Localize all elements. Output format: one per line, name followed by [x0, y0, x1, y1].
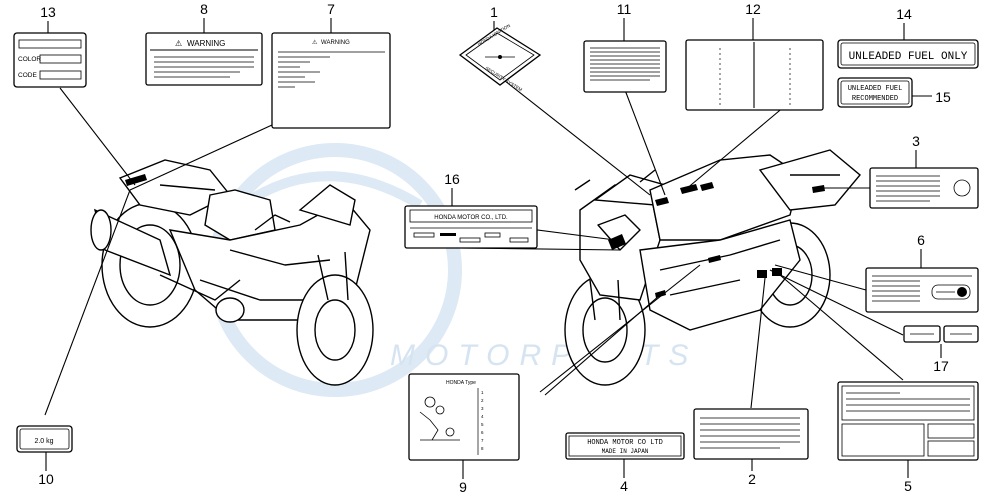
- label-8-warning: ⚠ WARNING: [145, 32, 263, 86]
- motorcycle-left: [90, 159, 374, 386]
- callout-10: 10: [38, 471, 54, 487]
- callout-12: 12: [745, 1, 761, 17]
- callout-5: 5: [904, 478, 912, 494]
- warning-7-text: WARNING: [321, 40, 350, 46]
- warning-8-text: WARNING: [187, 39, 225, 48]
- callout-3: 3: [912, 133, 920, 149]
- code-text: CODE: [18, 72, 37, 79]
- callout-6: 6: [917, 232, 925, 248]
- type-row-6: 6: [481, 430, 484, 435]
- callout-1: 1: [490, 4, 498, 20]
- type-row-3: 3: [481, 406, 484, 411]
- callout-11: 11: [617, 1, 632, 17]
- type-row-2: 2: [481, 398, 484, 403]
- label-7-warning: ⚠ WARNING: [271, 32, 391, 129]
- label-2: [693, 408, 809, 460]
- honda-motor-16-text: HONDA MOTOR CO., LTD.: [434, 215, 508, 221]
- label-9-type-chart: HONDA Type 1 2 3 4 5 6 7 8: [408, 373, 520, 461]
- unleaded-only-text: UNLEADED FUEL ONLY: [849, 51, 968, 63]
- label-15-unleaded-recommended: UNLEADED FUEL RECOMMENDED: [837, 77, 913, 108]
- callout-16: 16: [444, 171, 460, 187]
- label-14-unleaded-fuel-only: UNLEADED FUEL ONLY: [837, 39, 979, 69]
- honda-motor-4-text: HONDA MOTOR CO LTD: [587, 439, 663, 447]
- label-13-color-code: COLOR CODE: [13, 32, 87, 88]
- callout-8: 8: [200, 1, 208, 17]
- callout-9: 9: [459, 479, 467, 495]
- warning-7-symbol: ⚠: [312, 39, 318, 46]
- type-row-5: 5: [481, 422, 484, 427]
- unleaded-rec-line2: RECOMMENDED: [852, 95, 898, 103]
- color-text: COLOR: [18, 56, 41, 63]
- unleaded-rec-line1: UNLEADED FUEL: [848, 85, 903, 93]
- callout-17: 17: [933, 358, 949, 374]
- callout-14: 14: [896, 6, 912, 22]
- made-in-japan-text: MADE IN JAPAN: [602, 448, 649, 455]
- watermark-text: MOTORPARTS: [390, 339, 698, 372]
- label-10-weight: 2.0 kg: [16, 425, 73, 453]
- motorcycle-right: [564, 149, 861, 386]
- label-1-security-system: HONDA IGNITION SECURITY SYSTEM: [458, 23, 542, 92]
- label-17: [903, 325, 979, 343]
- type-row-1: 1: [481, 390, 484, 395]
- type-row-8: 8: [481, 446, 484, 451]
- label-5: [837, 381, 979, 461]
- type-row-4: 4: [481, 414, 484, 419]
- label-3: [869, 167, 979, 209]
- callout-2: 2: [748, 471, 756, 487]
- callout-7: 7: [327, 1, 335, 17]
- warning-8-symbol: ⚠: [175, 39, 182, 48]
- label-12: [685, 39, 824, 111]
- label-4-made-in-japan: HONDA MOTOR CO LTD MADE IN JAPAN: [565, 432, 685, 460]
- callout-13: 13: [40, 4, 56, 20]
- type-row-7: 7: [481, 438, 484, 443]
- leader-lines: [44, 76, 904, 416]
- label-6: [865, 267, 979, 313]
- type-title-text: HONDA Type: [446, 380, 476, 386]
- callout-4: 4: [620, 478, 628, 494]
- label-11: [583, 40, 667, 93]
- callout-15: 15: [935, 89, 951, 105]
- label-16-honda-motor: HONDA MOTOR CO., LTD.: [404, 205, 538, 249]
- weight-text: 2.0 kg: [34, 438, 53, 445]
